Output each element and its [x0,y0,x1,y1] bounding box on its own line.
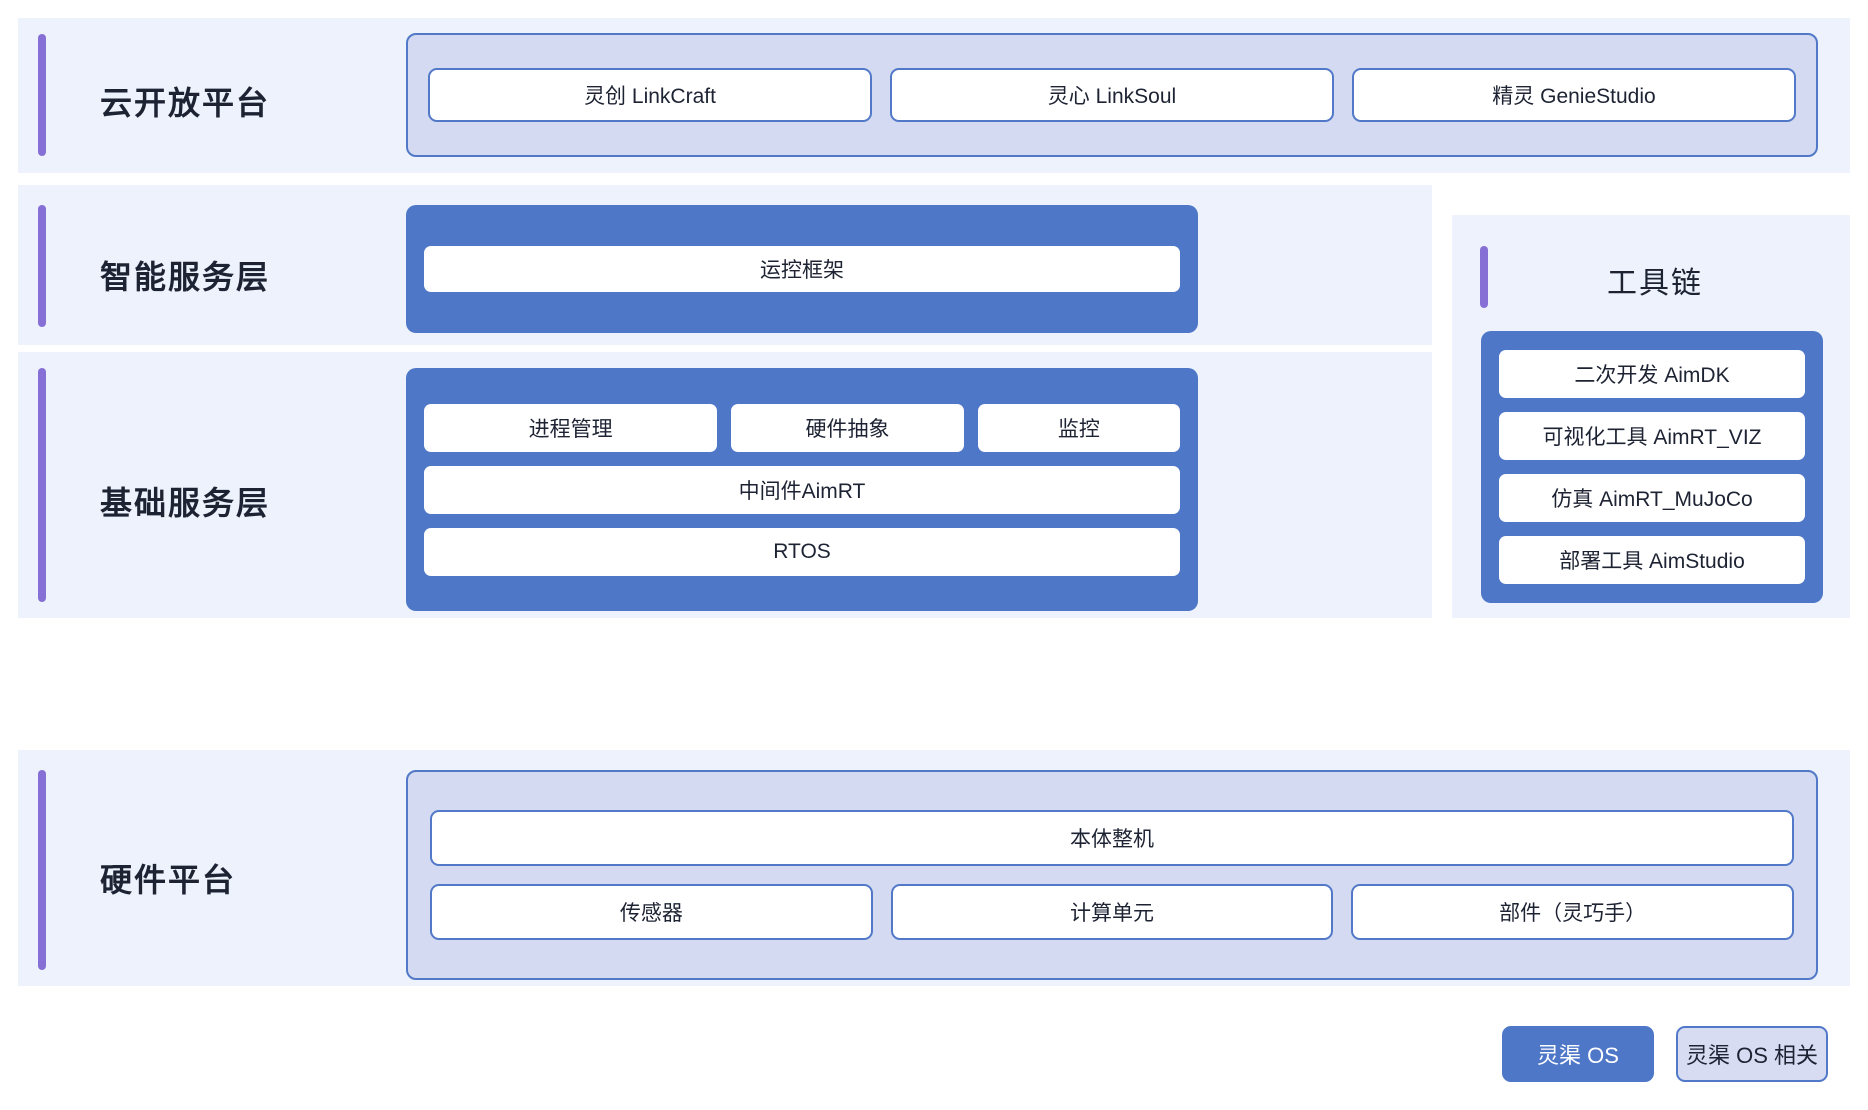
chip-control-framework[interactable]: 运控框架 [424,246,1180,292]
panel-intelligent-service-layer: 运控框架 [406,205,1198,333]
layer-label-hardware-platform: 硬件平台 [100,862,237,898]
chip-aimrt-mujoco[interactable]: 仿真 AimRT_MuJoCo [1499,474,1805,522]
panel-toolchain: 二次开发 AimDK 可视化工具 AimRT_VIZ 仿真 AimRT_MuJo… [1481,331,1823,603]
chip-middleware-aimrt[interactable]: 中间件AimRT [424,465,1180,514]
chip-aimstudio[interactable]: 部署工具 AimStudio [1499,536,1805,584]
chip-row-middleware: 中间件AimRT [424,465,1180,514]
chip-row-cloud-apps: 灵创 LinkCraft 灵心 LinkSoul 精灵 GenieStudio [428,68,1796,122]
legend-item-lingqu-os[interactable]: 灵渠 OS [1502,1026,1654,1082]
panel-hardware-platform: 本体整机 传感器 计算单元 部件（灵巧手） [406,770,1818,980]
legend-item-lingqu-os-related[interactable]: 灵渠 OS 相关 [1676,1026,1828,1082]
chip-row-hardware-parts: 传感器 计算单元 部件（灵巧手） [430,884,1795,940]
accent-bar-hardware-platform [38,770,46,970]
chip-rtos[interactable]: RTOS [424,527,1180,576]
chip-row-body-machine: 本体整机 [430,810,1794,866]
layer-label-cloud-open-platform: 云开放平台 [100,85,271,121]
chip-aimrt-viz[interactable]: 可视化工具 AimRT_VIZ [1499,412,1805,460]
toolchain-label: 工具链 [1607,267,1703,300]
chip-linksoul[interactable]: 灵心 LinkSoul [890,68,1334,122]
chip-geniestudio[interactable]: 精灵 GenieStudio [1352,68,1796,122]
chip-row-rtos: RTOS [424,527,1180,576]
chip-hardware-abstraction[interactable]: 硬件抽象 [731,403,964,452]
chip-body-machine[interactable]: 本体整机 [430,810,1794,866]
panel-cloud-open-platform: 灵创 LinkCraft 灵心 LinkSoul 精灵 GenieStudio [406,33,1818,157]
layer-label-intelligent-service-layer: 智能服务层 [100,259,271,295]
accent-bar-intelligent-service-layer [38,205,46,327]
accent-bar-toolchain [1480,246,1488,308]
chip-linkcraft[interactable]: 灵创 LinkCraft [428,68,872,122]
accent-bar-basic-service-layer [38,368,46,602]
chip-dexterous-hand[interactable]: 部件（灵巧手） [1351,884,1795,940]
accent-bar-cloud-open-platform [38,34,46,156]
chip-compute-unit[interactable]: 计算单元 [890,884,1334,940]
legend: 灵渠 OS 灵渠 OS 相关 [1502,1026,1828,1082]
chip-monitoring[interactable]: 监控 [977,403,1180,452]
chip-row-control-framework: 运控框架 [424,246,1180,292]
chip-sensor[interactable]: 传感器 [430,884,873,940]
chip-aimdk[interactable]: 二次开发 AimDK [1499,350,1805,398]
panel-basic-service-layer: 进程管理 硬件抽象 监控 中间件AimRT RTOS [406,368,1198,611]
layer-label-basic-service-layer: 基础服务层 [100,485,271,521]
chip-process-management[interactable]: 进程管理 [424,403,718,452]
chip-row-basic-top: 进程管理 硬件抽象 监控 [424,403,1180,452]
